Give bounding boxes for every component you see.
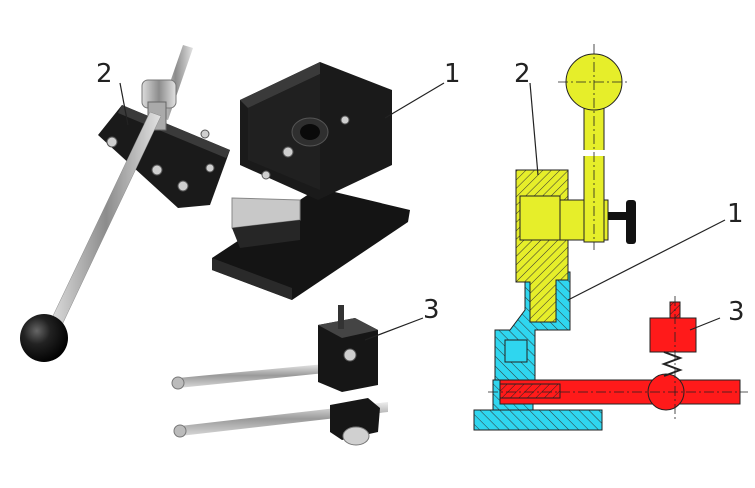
screw-icon [177, 180, 189, 192]
lever-handle-shaft [50, 111, 162, 326]
callout-left-lever: 2 [96, 59, 113, 89]
die-block [212, 62, 410, 300]
callout-right-lever: 2 [514, 59, 531, 89]
stop-knob [342, 426, 370, 446]
section-drawing [473, 44, 748, 431]
screw-icon [106, 136, 118, 148]
callout-right-die: 1 [727, 199, 744, 229]
lever-assembly [20, 45, 230, 362]
die-base [212, 188, 410, 300]
stop-rod-upper [178, 363, 335, 388]
screw-icon [151, 164, 163, 176]
callout-right-stop: 3 [728, 297, 745, 327]
die-base-section [473, 409, 603, 431]
leader-lines [119, 82, 726, 341]
screw-icon [205, 163, 215, 173]
callout-left-stop: 3 [423, 295, 440, 325]
lever-handle-icon [20, 314, 68, 362]
lever-base-plate [98, 105, 230, 208]
callout-left-die: 1 [444, 59, 461, 89]
stop-block-section [649, 317, 697, 353]
backgauge-stop [171, 305, 388, 446]
